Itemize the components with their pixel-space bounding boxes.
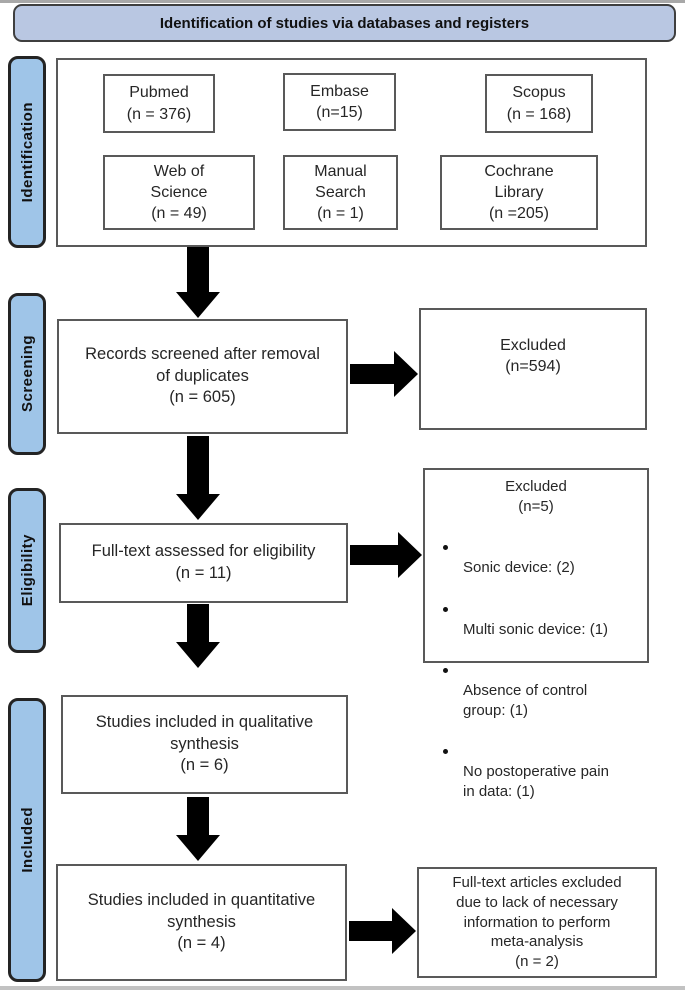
right-arrow-head-icon [394,351,418,397]
stage-label-eligibility-text: Eligibility [18,534,36,607]
stage-label-included: Included [8,698,46,982]
database-name: Scopus [512,84,566,102]
excluded-reason-text: No postoperative pain in data: (1) [463,763,609,801]
database-box-scopus: Scopus (n = 168) [485,74,593,133]
database-box-pubmed: Pubmed (n = 376) [103,74,215,133]
excluded-reason-item: Multi sonic device: (1) [433,600,639,640]
bullet-icon [443,667,448,673]
quantitative-synthesis-box: Studies included in quantitative synthes… [56,864,347,981]
figure-top-border [0,0,685,3]
excluded-reason-item: Absence of control group: (1) [433,661,639,721]
database-count: (n =205) [488,205,550,223]
excluded-reason-item: Sonic device: (2) [433,538,639,578]
stage-label-identification-text: Identification [18,101,36,203]
down-arrow-eligibility-to-qualitative [187,604,209,642]
stage-label-identification: Identification [8,56,46,248]
excluded-reason-text: Multi sonic device: (1) [463,620,609,638]
database-box-manual-search: Manual Search (n = 1) [283,155,398,230]
database-count: (n = 49) [151,205,207,223]
screening-excluded-box: Excluded (n=594) [419,308,647,430]
down-arrow-qualitative-to-quantitative [187,797,209,835]
database-name: Embase [310,82,369,100]
right-arrow-head-icon [392,908,416,954]
diagram-header: Identification of studies via databases … [13,4,676,42]
database-name: Pubmed [129,84,189,102]
eligibility-excluded-box: Excluded (n=5) Sonic device: (2) Multi s… [423,468,649,800]
records-screened-box: Records screened after removal of duplic… [57,319,348,434]
right-arrow-head-icon [398,532,422,578]
down-arrow-head-icon [176,494,220,520]
database-count: (n = 376) [126,105,192,123]
stage-label-included-text: Included [18,807,36,873]
excluded-reason-text: Sonic device: (2) [463,559,575,577]
fulltext-assessed-box: Full-text assessed for eligibility (n = … [59,523,348,603]
eligibility-excluded-title: Excluded (n=5) [505,478,567,516]
meta-analysis-excluded-box: Full-text articles excluded due to lack … [417,867,657,978]
stage-label-screening-text: Screening [18,335,36,413]
database-count: (n=15) [316,104,363,121]
down-arrow-head-icon [176,835,220,861]
database-box-web-of-science: Web of Science (n = 49) [103,155,255,230]
database-count: (n = 1) [317,205,364,223]
down-arrow-head-icon [176,642,220,668]
qualitative-synthesis-box: Studies included in qualitative synthesi… [61,695,348,794]
eligibility-excluded-reasons: Sonic device: (2) Multi sonic device: (1… [433,518,639,823]
down-arrow-identification-to-screening [187,247,209,292]
database-box-cochrane-library: Cochrane Library (n =205) [440,155,598,230]
bullet-icon [443,606,448,612]
right-arrow-screened-to-excluded [350,364,394,384]
database-name: Cochrane Library [484,162,554,201]
database-name: Web of Science [150,162,208,201]
stage-label-screening: Screening [8,293,46,455]
diagram-header-title: Identification of studies via databases … [159,14,530,32]
database-box-embase: Embase (n=15) [283,73,396,131]
database-count: (n = 168) [506,105,572,123]
figure-bottom-border [0,986,685,990]
excluded-reason-text: Absence of control group: (1) [463,681,588,720]
right-arrow-fulltext-to-excluded [350,545,398,565]
bullet-icon [443,545,448,551]
right-arrow-quantitative-to-meta-excluded [349,921,392,941]
bullet-icon [443,749,448,755]
database-name: Manual Search [314,162,367,201]
excluded-reason-item: No postoperative pain in data: (1) [433,742,639,802]
stage-label-eligibility: Eligibility [8,488,46,653]
down-arrow-screening-to-eligibility [187,436,209,494]
down-arrow-head-icon [176,292,220,318]
